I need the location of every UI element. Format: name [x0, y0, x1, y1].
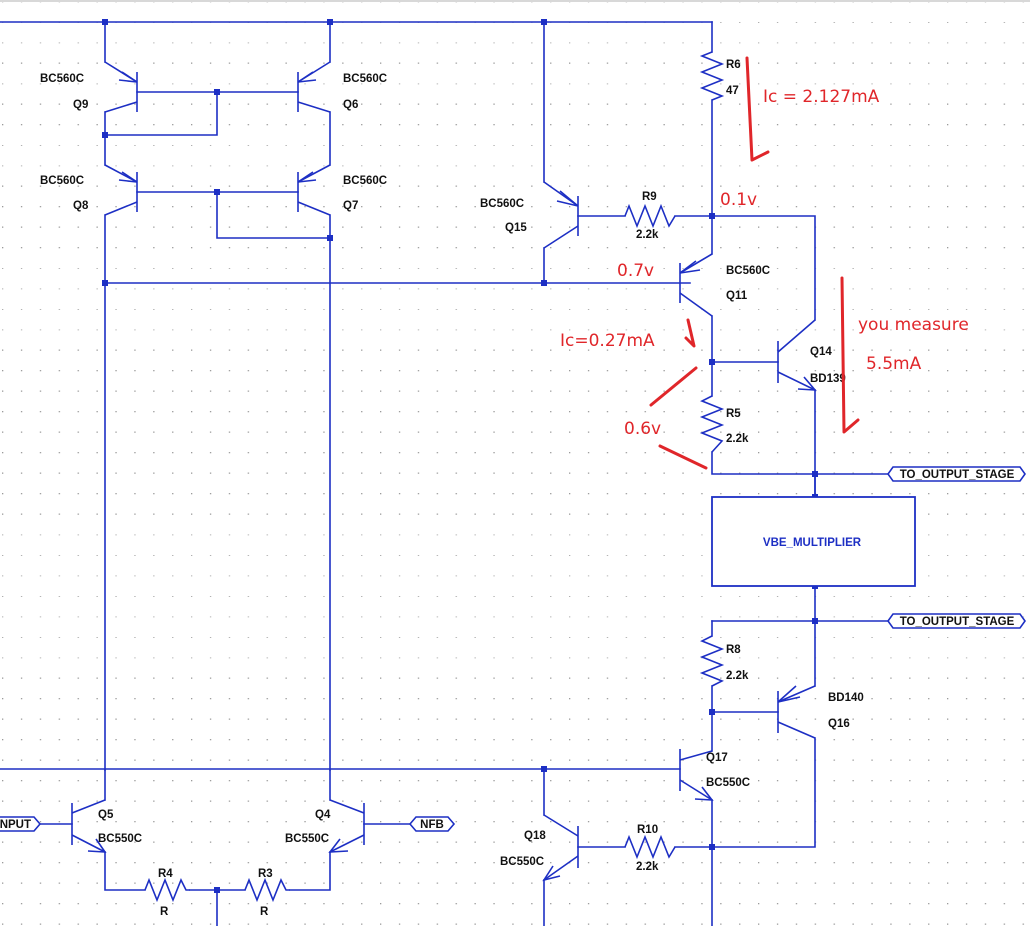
resistor-r3[interactable] — [244, 877, 290, 903]
port-label-bottom: TO_OUTPUT_STAGE — [900, 616, 1015, 628]
annotation-measured-current: 5.5mA — [866, 354, 922, 374]
port-to-output-stage-bottom[interactable]: TO_OUTPUT_STAGE — [887, 613, 1026, 629]
resistor-r10[interactable] — [624, 834, 676, 860]
q8-ref: Q8 — [73, 200, 89, 212]
q5-ref: Q5 — [98, 809, 114, 821]
r8-ref: R8 — [726, 644, 741, 656]
transistor-q14[interactable] — [777, 319, 817, 391]
r3-value: R — [260, 906, 269, 918]
annotation-ic-q11: Ic=0.27mA — [560, 331, 655, 351]
q14-ref: Q14 — [810, 346, 832, 358]
q4-ref: Q4 — [315, 809, 331, 821]
annotation-arrow-q14 — [840, 276, 860, 434]
annotation-arrow-q11 — [684, 318, 696, 348]
q17-part: BC550C — [706, 777, 750, 789]
q17-ref: Q17 — [706, 752, 728, 764]
transistor-q16[interactable] — [777, 685, 816, 739]
annotation-ic-r6: Ic = 2.127mA — [763, 87, 880, 107]
transistor-q5[interactable] — [71, 799, 107, 853]
transistor-q9[interactable] — [104, 61, 138, 113]
resistor-r4[interactable] — [144, 877, 190, 903]
r4-ref: R4 — [158, 868, 173, 880]
r8-value: 2.2k — [726, 670, 749, 682]
q8-part: BC560C — [40, 175, 84, 187]
r3-ref: R3 — [258, 868, 273, 880]
transistor-q8[interactable] — [104, 164, 138, 216]
transistor-q18[interactable] — [542, 814, 579, 882]
resistor-r5[interactable] — [699, 395, 725, 453]
q11-part: BC560C — [726, 265, 770, 277]
annotation-v-base: 0.7v — [617, 261, 654, 281]
q7-ref: Q7 — [343, 200, 358, 212]
port-label-top: TO_OUTPUT_STAGE — [900, 469, 1015, 481]
q7-part: BC560C — [343, 175, 387, 187]
port-label-input: INPUT — [0, 819, 31, 831]
transistor-q7[interactable] — [297, 164, 331, 216]
wires — [0, 21, 889, 926]
q4-part: BC550C — [285, 833, 329, 845]
port-label-nfb: NFB — [420, 819, 444, 831]
q15-part: BC560C — [480, 198, 524, 210]
annotation-line-r5-top — [649, 366, 698, 407]
r10-ref: R10 — [637, 824, 658, 836]
annotation-arrow-r6 — [745, 56, 770, 162]
q16-ref: Q16 — [828, 718, 850, 730]
r10-value: 2.2k — [636, 861, 659, 873]
r6-ref: R6 — [726, 59, 741, 71]
vbe-multiplier-block[interactable]: VBE_MULTIPLIER — [711, 496, 916, 587]
transistor-q11[interactable] — [679, 253, 713, 317]
annotation-v-top: 0.1v — [720, 190, 757, 210]
annotation-line-r5-bottom — [658, 444, 708, 470]
port-input[interactable]: INPUT — [0, 816, 42, 832]
transistor-q15[interactable] — [543, 181, 579, 249]
q16-part: BD140 — [828, 692, 864, 704]
r5-ref: R5 — [726, 408, 741, 420]
q9-ref: Q9 — [73, 99, 88, 111]
q14-part: BD139 — [810, 373, 846, 385]
vbe-multiplier-label: VBE_MULTIPLIER — [763, 537, 862, 549]
q6-ref: Q6 — [343, 99, 358, 111]
r5-value: 2.2k — [726, 433, 749, 445]
resistor-r6[interactable] — [699, 51, 725, 101]
q11-ref: Q11 — [726, 290, 748, 302]
resistor-r8[interactable] — [699, 635, 725, 687]
r6-value: 47 — [726, 85, 739, 97]
q18-ref: Q18 — [524, 830, 546, 842]
component-labels: BC560C Q9 BC560C Q6 BC560C Q8 BC560C Q7 … — [40, 59, 864, 918]
transistor-q17[interactable] — [679, 749, 714, 801]
port-to-output-stage-top[interactable]: TO_OUTPUT_STAGE — [887, 466, 1026, 482]
r9-ref: R9 — [642, 191, 657, 203]
resistor-r9[interactable] — [624, 203, 676, 229]
q18-part: BC550C — [500, 856, 544, 868]
q15-ref: Q15 — [505, 222, 527, 234]
r4-value: R — [160, 906, 169, 918]
annotations: Ic = 2.127mA 0.1v 0.7v Ic=0.27mA you mea… — [560, 56, 969, 470]
q6-part: BC560C — [343, 73, 387, 85]
transistor-q4[interactable] — [328, 799, 365, 853]
q5-part: BC550C — [98, 833, 142, 845]
r9-value: 2.2k — [636, 229, 659, 241]
annotation-v-r5: 0.6v — [624, 419, 661, 439]
transistor-q6[interactable] — [297, 61, 331, 113]
port-nfb[interactable]: NFB — [408, 816, 456, 832]
q9-part: BC560C — [40, 73, 84, 85]
annotation-you-measure: you measure — [858, 315, 969, 335]
